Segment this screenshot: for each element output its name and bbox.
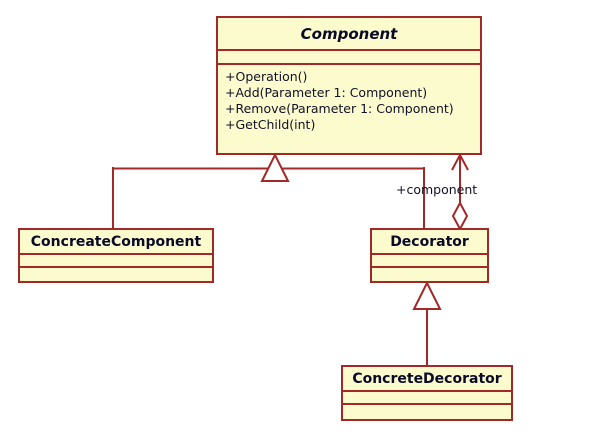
class-name-concreate-component: ConcreateComponent: [20, 230, 212, 253]
class-operations-component: +Operation() +Add(Parameter 1: Component…: [218, 63, 480, 151]
inheritance-triangle-component: [260, 152, 290, 182]
operation-row: +GetChild(int): [225, 117, 316, 132]
class-attributes-component: [218, 49, 480, 63]
aggregation-role-label: +component: [396, 182, 478, 197]
class-operations-decorator: [372, 266, 487, 279]
class-box-concrete-decorator[interactable]: ConcreteDecorator: [341, 365, 513, 421]
class-box-component[interactable]: Component +Operation() +Add(Parameter 1:…: [216, 16, 482, 155]
aggregation-diamond: [451, 200, 469, 232]
class-box-concreate-component[interactable]: ConcreateComponent: [18, 228, 214, 283]
generalization-edge-concrete-decorator: [412, 280, 442, 366]
class-attributes-concreate-component: [20, 253, 212, 266]
operation-row: +Add(Parameter 1: Component): [225, 85, 428, 100]
class-name-component: Component: [218, 18, 480, 49]
generalization-edge-group: [112, 152, 425, 229]
aggregation-edge-decorator-component: [451, 152, 469, 232]
class-attributes-concrete-decorator: [343, 390, 511, 403]
class-name-concrete-decorator: ConcreteDecorator: [343, 367, 511, 390]
class-operations-concrete-decorator: [343, 403, 511, 416]
operation-row: +Operation(): [225, 69, 308, 84]
inheritance-triangle-decorator: [412, 280, 442, 310]
class-operations-concreate-component: [20, 266, 212, 279]
operation-row: +Remove(Parameter 1: Component): [225, 101, 454, 116]
aggregation-arrowhead: [451, 152, 469, 171]
class-name-decorator: Decorator: [372, 230, 487, 253]
class-attributes-decorator: [372, 253, 487, 266]
class-box-decorator[interactable]: Decorator: [370, 228, 489, 283]
